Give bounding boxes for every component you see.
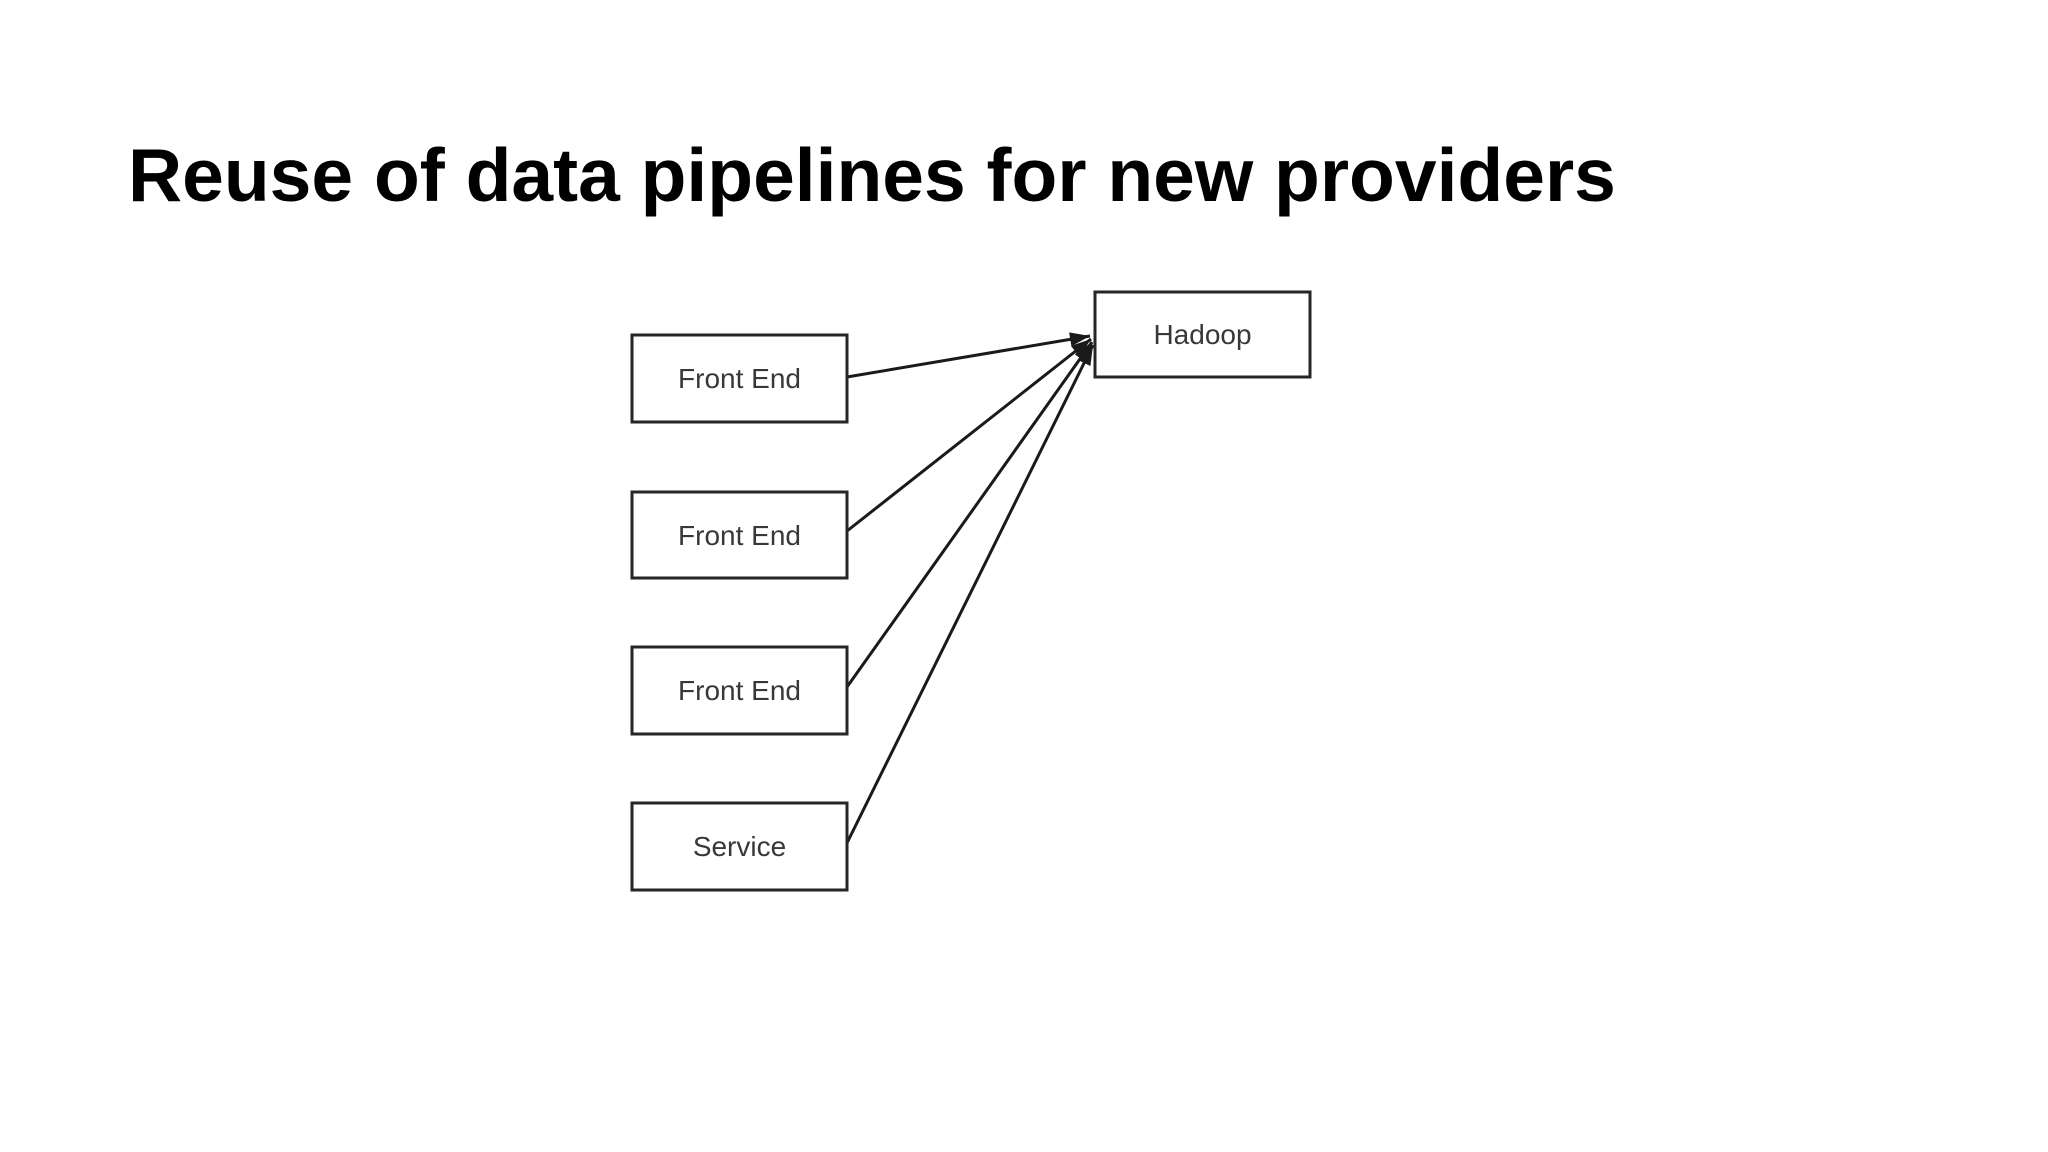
edge-service-to-hadoop [845,344,1095,844]
node-box [630,801,849,892]
node-box [630,490,849,580]
node-box [1093,290,1312,379]
node-box [630,645,849,736]
node-label: Front End [678,675,801,706]
edge-front-end-1-to-hadoop [846,332,1091,379]
node-front-end-2: Front End [630,490,849,580]
node-label: Hadoop [1153,319,1251,350]
node-label: Front End [678,520,801,551]
node-front-end-1: Front End [630,333,849,424]
edge-front-end-2-to-hadoop [846,337,1092,533]
node-front-end-3: Front End [630,645,849,736]
node-label: Front End [678,363,801,394]
node-box [630,333,849,424]
slide-title: Reuse of data pipelines for new provider… [128,133,1616,217]
edge-front-end-3-to-hadoop [845,341,1094,688]
node-label: Service [693,831,786,862]
node-hadoop: Hadoop [1093,290,1312,379]
node-service: Service [630,801,849,892]
